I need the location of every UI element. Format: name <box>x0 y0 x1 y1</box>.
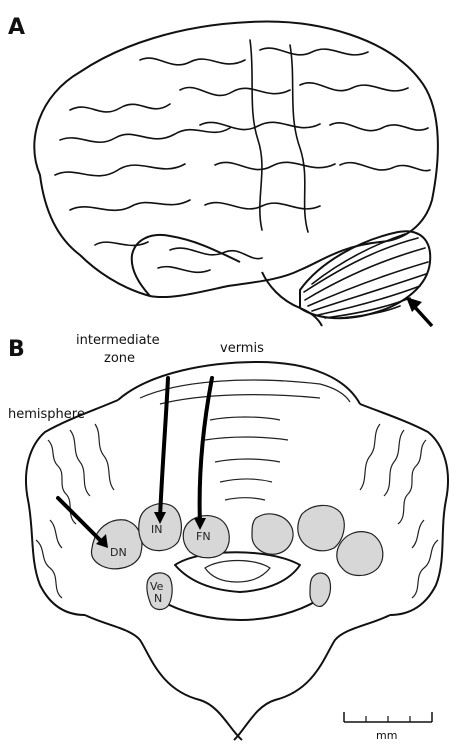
intermediate-zone-label-line2: zone <box>104 351 135 366</box>
dn-label: DN <box>110 546 127 559</box>
panel-a-letter: A <box>8 15 25 40</box>
hemisphere-label: hemisphere <box>8 407 85 422</box>
fourth-ventricle-outline <box>175 552 300 592</box>
fn-label: FN <box>196 530 211 543</box>
hemisphere-arrow-icon <box>58 498 108 548</box>
fastigial-nucleus-right <box>252 514 293 554</box>
cerebellum-section: DN IN FN Ve N <box>26 362 448 740</box>
dentate-nucleus-right <box>337 532 383 576</box>
cerebellum-arrow-icon <box>406 297 432 326</box>
intermediate-zone-arrow-icon <box>154 378 168 524</box>
panel-b-letter: B <box>8 337 25 362</box>
interposed-nucleus-right <box>298 505 344 550</box>
scale-bar-label: mm <box>376 729 397 742</box>
brain-illustration <box>34 22 438 326</box>
vermis-label: vermis <box>220 341 264 356</box>
ve-label-line2: N <box>154 592 162 605</box>
cortical-gyri <box>55 40 430 272</box>
in-label: IN <box>151 523 162 536</box>
vermis-arrow-icon <box>194 378 212 530</box>
intermediate-zone-label-line1: intermediate <box>76 333 160 348</box>
scale-bar: mm <box>344 712 432 742</box>
vestibular-nucleus-right <box>310 573 331 606</box>
vermis-outline <box>118 362 360 404</box>
